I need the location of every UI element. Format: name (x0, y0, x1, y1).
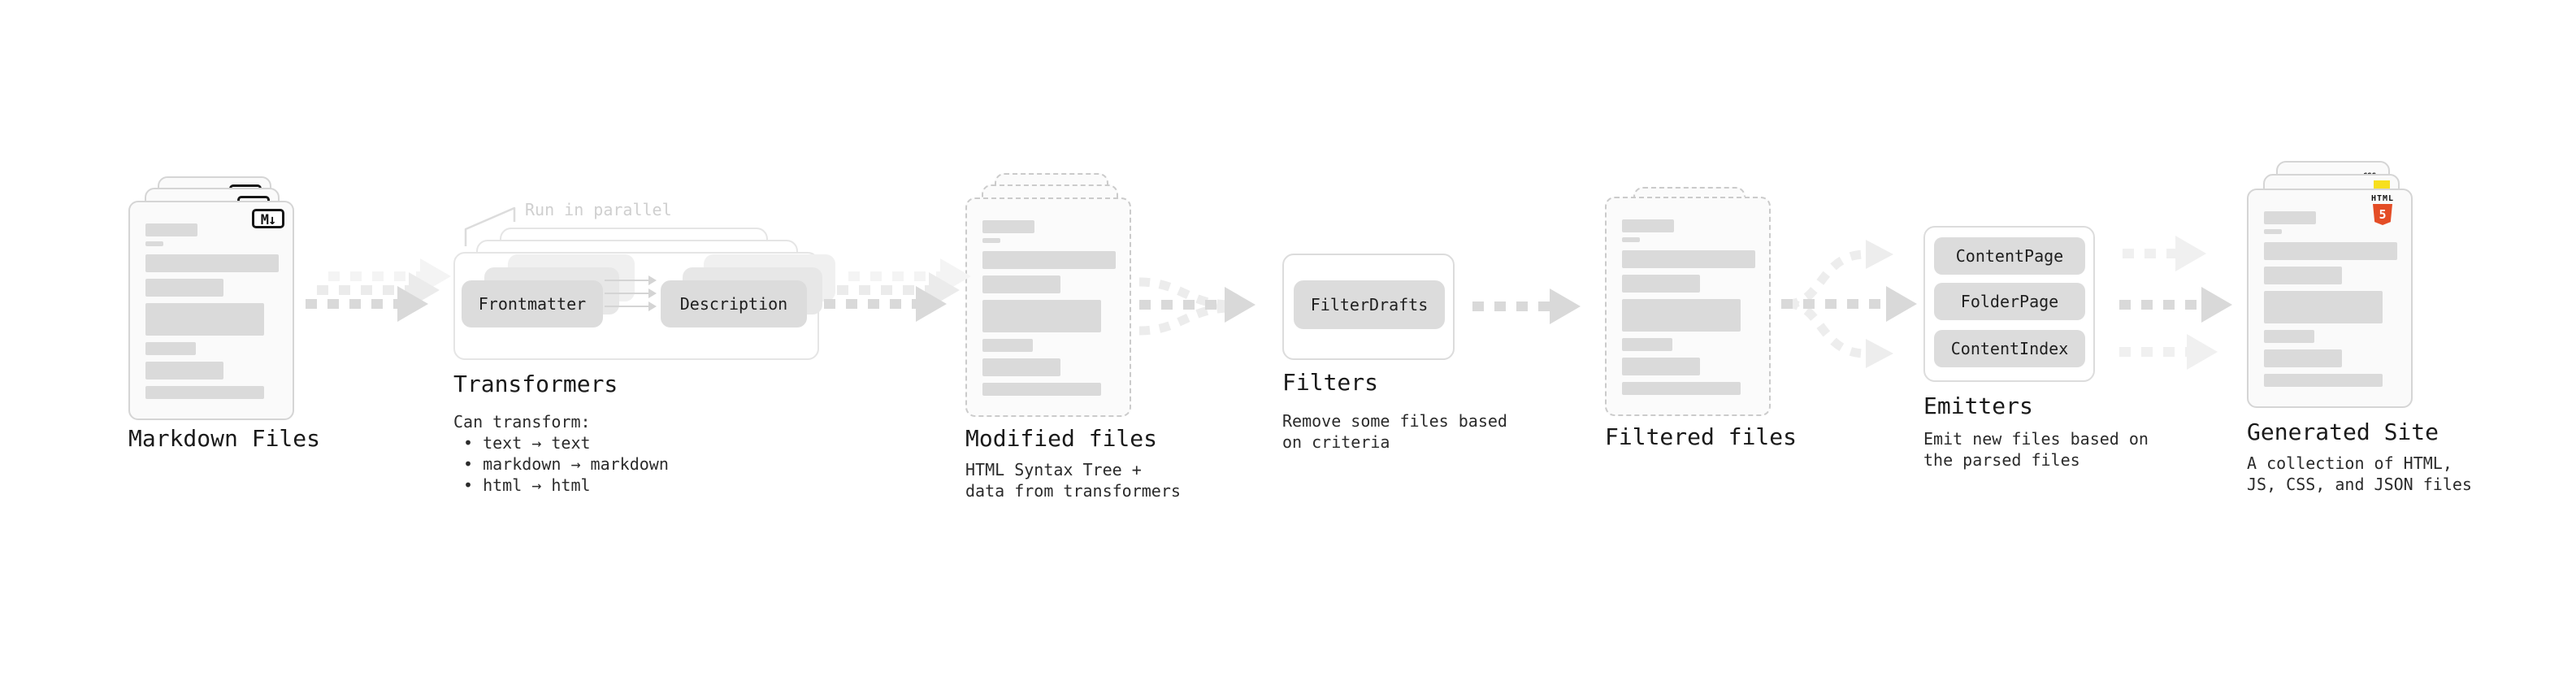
html5-icon: HTML 5 (2364, 194, 2401, 225)
doc-text-line (1622, 338, 1672, 351)
flow-arrow (1472, 288, 1581, 324)
flow-arrow (824, 286, 947, 322)
doc-text-line (2264, 229, 2282, 234)
js-icon (2374, 180, 2390, 189)
fanout-arrowhead-top (1866, 240, 1893, 269)
doc-text-line (982, 339, 1033, 352)
generated-site-desc: A collection of HTML, (2247, 453, 2452, 473)
filters-desc: on criteria (1282, 432, 1390, 452)
doc-text-line (982, 251, 1116, 269)
transformers-title: Transformers (453, 371, 618, 397)
filtered-files-title: Filtered files (1605, 423, 1798, 450)
doc-text-line (2264, 374, 2383, 387)
generated-site-desc: JS, CSS, and JSON files (2247, 475, 2472, 494)
doc-text-line (145, 279, 223, 297)
doc-text-line (2264, 211, 2316, 224)
folderpage-label: FolderPage (1960, 292, 2059, 311)
doc-text-line (1622, 275, 1700, 293)
run-in-parallel-annotation: Run in parallel (525, 200, 672, 219)
html5-label: HTML (2370, 194, 2395, 203)
emitter-box-folderpage: FolderPage (1934, 283, 2085, 320)
generated-site-title: Generated Site (2247, 419, 2439, 445)
transform-arrow (605, 301, 657, 311)
doc-text-line (982, 300, 1101, 332)
fanout-arrowhead-bottom (1866, 339, 1893, 368)
transformer-box-frontmatter: Frontmatter (462, 280, 603, 327)
doc-text-line (982, 220, 1034, 233)
flow-arrow (2119, 287, 2232, 323)
transformer-box-description: Description (661, 280, 807, 327)
frontmatter-label: Frontmatter (478, 294, 587, 314)
flow-arrow (306, 286, 428, 322)
doc-text-line (145, 342, 196, 355)
flow-arrow-ghost (2119, 334, 2218, 370)
transformers-bullet: • text → text (463, 433, 591, 453)
modified-files-title: Modified files (965, 425, 1158, 452)
document-card (1605, 197, 1771, 416)
doc-text-line (1622, 358, 1700, 375)
transform-arrow (605, 275, 657, 285)
contentpage-label: ContentPage (1955, 246, 2064, 266)
doc-text-line (1622, 250, 1755, 268)
doc-text-line (2264, 291, 2383, 323)
html5-shield: 5 (2373, 204, 2392, 225)
flow-arrow (1139, 287, 1255, 323)
doc-text-line (982, 383, 1101, 396)
doc-text-line (2264, 267, 2342, 284)
emitters-title: Emitters (1923, 393, 2033, 419)
contentindex-label: ContentIndex (1950, 339, 2069, 358)
filters-title: Filters (1282, 369, 1379, 396)
emitter-box-contentindex: ContentIndex (1934, 330, 2085, 367)
doc-text-line (2264, 349, 2342, 367)
doc-text-line (982, 238, 1000, 243)
doc-text-line (1622, 237, 1640, 242)
html5-number: 5 (2379, 207, 2387, 222)
flow-arrow (1781, 286, 1917, 322)
description-label: Description (679, 294, 788, 314)
markdown-icon: M↓ (252, 209, 284, 228)
doc-text-line (2264, 242, 2397, 260)
transformers-bullet: • html → html (463, 475, 591, 495)
doc-text-line (145, 223, 197, 236)
doc-text-line (145, 362, 223, 380)
transformers-desc-heading: Can transform: (453, 412, 591, 432)
document-card (965, 197, 1131, 417)
filters-desc: Remove some files based (1282, 411, 1507, 431)
modified-files-desc: data from transformers (965, 481, 1181, 501)
document-card: M↓ (128, 201, 294, 420)
doc-text-line (1622, 299, 1741, 332)
document-card: HTML 5 (2247, 189, 2413, 408)
doc-text-line (145, 241, 163, 246)
filter-box-filterdrafts: FilterDrafts (1294, 280, 1445, 329)
doc-text-line (145, 254, 279, 272)
emitter-box-contentpage: ContentPage (1934, 237, 2085, 275)
emitters-desc: the parsed files (1923, 450, 2080, 470)
emitters-desc: Emit new files based on (1923, 429, 2149, 449)
doc-text-line (145, 386, 264, 399)
modified-files-desc: HTML Syntax Tree + (965, 460, 1142, 479)
filterdrafts-label: FilterDrafts (1310, 295, 1429, 314)
transform-arrow (605, 288, 657, 298)
flow-arrow-ghost (2123, 236, 2206, 271)
doc-text-line (982, 358, 1060, 376)
transformers-bullet: • markdown → markdown (463, 454, 669, 474)
doc-text-line (982, 275, 1060, 293)
doc-text-line (1622, 219, 1674, 232)
doc-text-line (145, 303, 264, 336)
doc-text-line (1622, 382, 1741, 395)
markdown-files-title: Markdown Files (128, 425, 321, 452)
doc-text-line (2264, 330, 2314, 343)
